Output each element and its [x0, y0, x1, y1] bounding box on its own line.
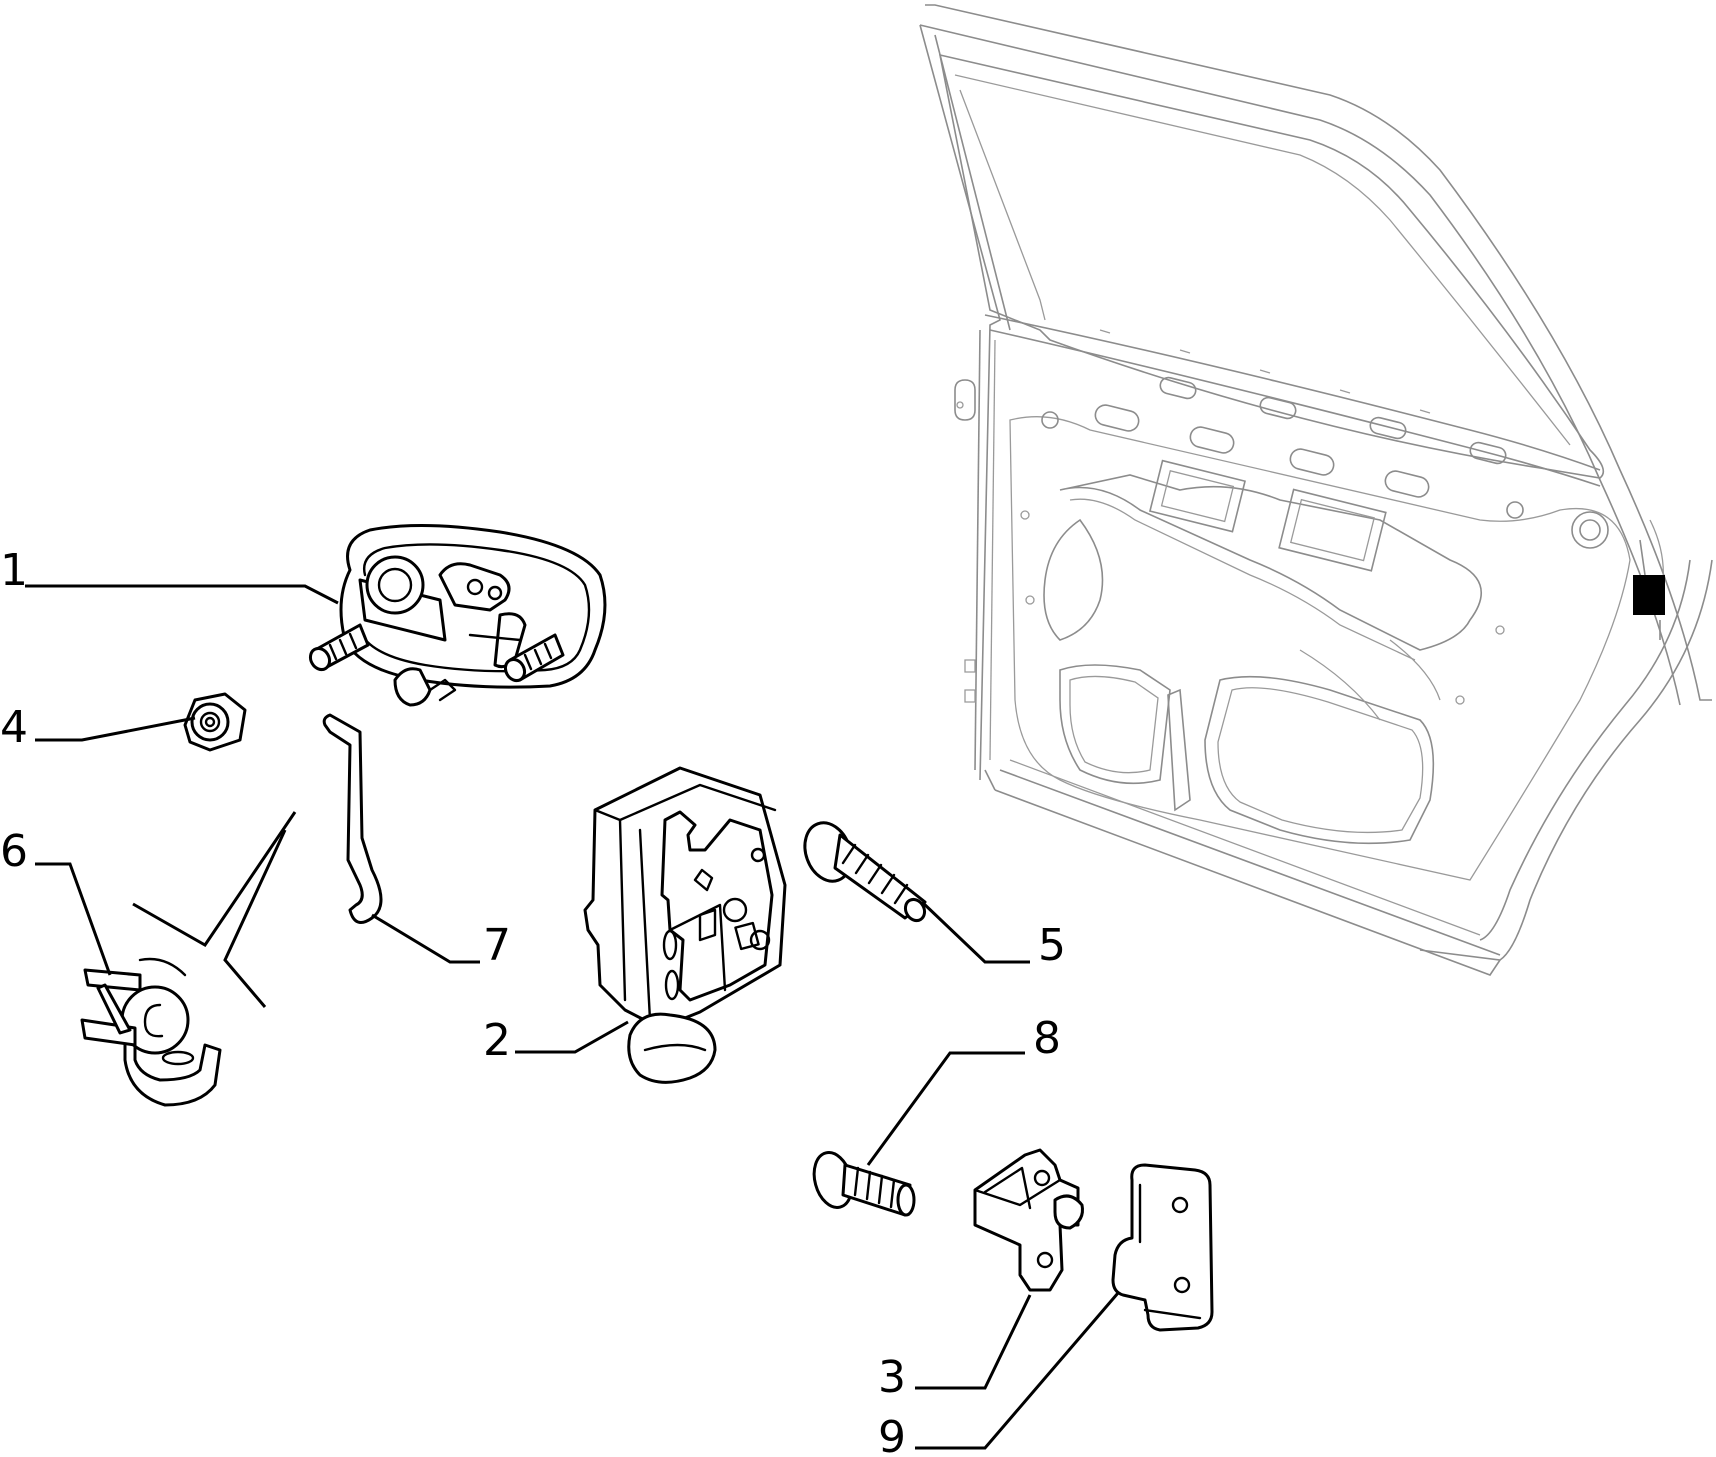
striker-backing-plate [1111, 1163, 1214, 1332]
callout-1: 1 [0, 545, 28, 596]
leader-6 [35, 862, 112, 976]
callout-labels: 1 2 3 4 5 6 7 8 9 [0, 545, 1066, 1457]
callout-6: 6 [0, 826, 28, 877]
leader-lines [25, 584, 1120, 1450]
door-lock-mechanism [583, 766, 787, 1084]
leader-2 [515, 1020, 629, 1054]
callout-8: 8 [1033, 1013, 1061, 1064]
leader-4 [35, 716, 196, 742]
callout-9: 9 [878, 1412, 906, 1457]
lock-screw [803, 821, 927, 923]
callout-7: 7 [483, 920, 511, 971]
leader-9 [915, 1292, 1120, 1450]
door-panel [919, 4, 1713, 976]
callout-5: 5 [1038, 920, 1066, 971]
latch-opening-marker [1633, 575, 1665, 615]
flange-nut [183, 692, 247, 752]
callout-2: 2 [483, 1015, 511, 1066]
callout-3: 3 [878, 1352, 906, 1403]
assembly-guide-line [132, 811, 297, 947]
leader-1 [25, 584, 339, 605]
rod-clip [80, 957, 222, 1107]
leader-3 [915, 1294, 1032, 1390]
striker-screw [812, 1151, 916, 1217]
door-striker [973, 1148, 1084, 1292]
callout-4: 4 [0, 702, 28, 753]
leader-8 [866, 1051, 1025, 1166]
assembly-guide-line-2 [223, 829, 287, 1008]
outer-door-handle [308, 523, 607, 707]
control-rod [322, 713, 383, 924]
leader-7 [371, 913, 480, 964]
leader-5 [920, 900, 1030, 964]
